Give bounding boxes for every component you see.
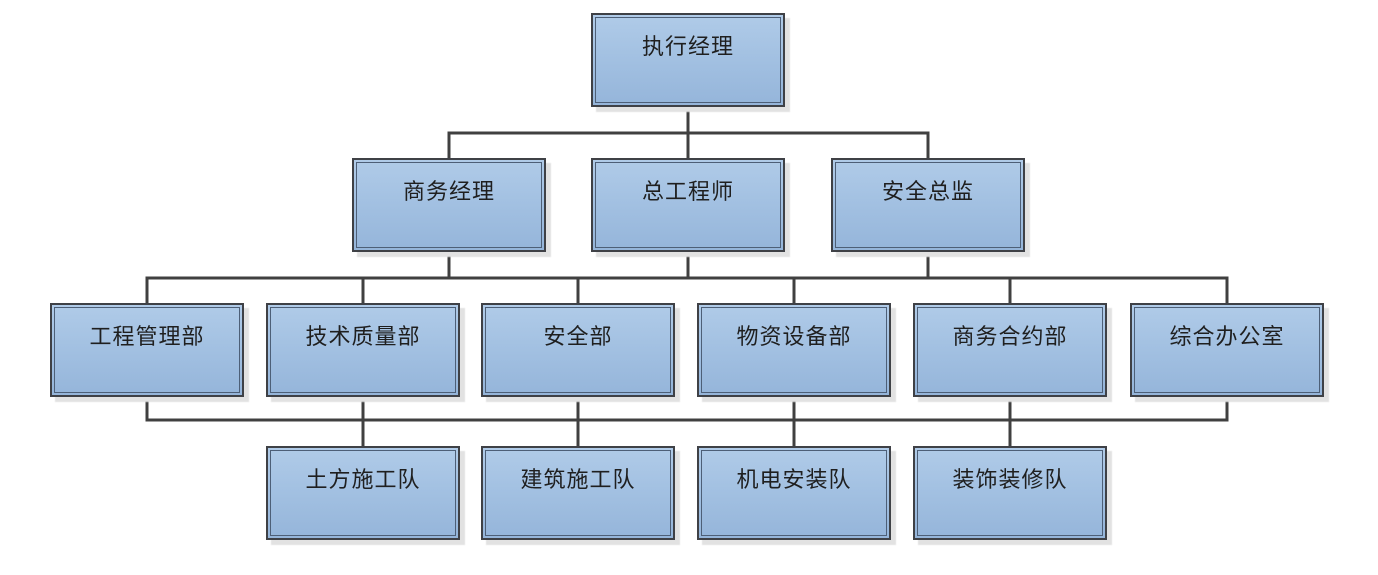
node-label: 商务经理 [402,179,495,204]
node-materials-equipment-dept: 物资设备部 [697,303,891,397]
node-label: 总工程师 [641,179,734,204]
node-technical-quality-dept: 技术质量部 [266,303,460,397]
connector-level1-level2 [447,105,930,161]
node-mechanical-electrical-installation-team: 机电安装队 [697,446,891,540]
node-label: 商务合约部 [952,324,1068,349]
node-label: 土方施工队 [305,467,421,492]
node-label: 物资设备部 [736,324,852,349]
node-decoration-renovation-team: 装饰装修队 [913,446,1107,540]
node-label: 综合办公室 [1169,324,1285,349]
node-chief-engineer: 总工程师 [591,158,785,252]
node-label: 建筑施工队 [520,467,636,492]
node-label: 机电安装队 [736,467,852,492]
node-label: 安全部 [543,324,613,349]
node-executive-manager: 执行经理 [591,13,785,107]
node-business-manager: 商务经理 [352,158,546,252]
node-safety-director: 安全总监 [831,158,1025,252]
node-label: 执行经理 [641,34,734,59]
node-label: 技术质量部 [305,324,421,349]
connector-level2-level3 [145,250,1229,305]
node-label: 安全总监 [881,179,974,204]
node-engineering-management-dept: 工程管理部 [50,303,244,397]
connector-level3-level4 [145,395,1229,448]
node-business-contract-dept: 商务合约部 [913,303,1107,397]
node-label: 工程管理部 [89,324,205,349]
node-safety-dept: 安全部 [481,303,675,397]
node-earthwork-construction-team: 土方施工队 [266,446,460,540]
node-building-construction-team: 建筑施工队 [481,446,675,540]
node-label: 装饰装修队 [952,467,1068,492]
node-general-office: 综合办公室 [1130,303,1324,397]
